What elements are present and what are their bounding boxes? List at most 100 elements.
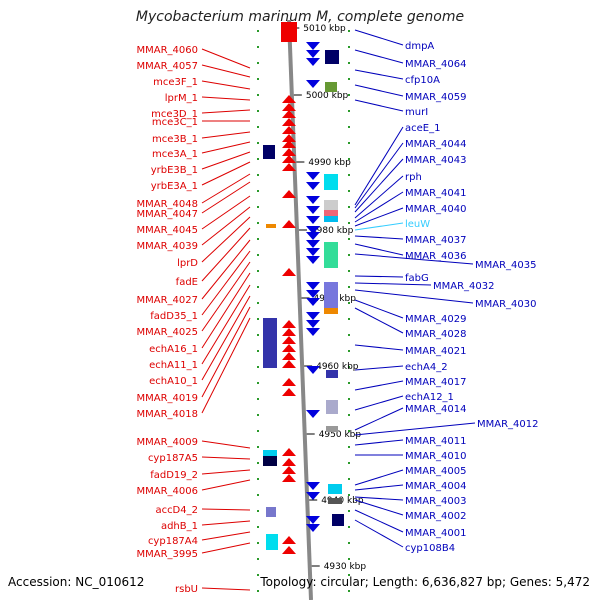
- gene-callout-left: [201, 469, 251, 475]
- gene-arrow-left: [282, 360, 296, 368]
- gene-label-left: cyp187A5: [148, 453, 198, 464]
- gene-callout-right: [354, 175, 404, 219]
- gene-callout-left: [201, 456, 251, 460]
- gene-callout-right: [354, 235, 404, 240]
- gene-box-right: [324, 210, 338, 218]
- gene-arrow-left: [282, 378, 296, 386]
- gene-label-right: MMAR_4002: [405, 511, 467, 522]
- gene-callout-left: [201, 206, 251, 246]
- gene-callout-right: [354, 84, 404, 97]
- gene-label-left: MMAR_4019: [137, 393, 199, 404]
- gene-arrow-left: [282, 336, 296, 344]
- gene-arrow-left: [282, 474, 296, 482]
- gene-label-left: MMAR_4025: [137, 327, 199, 338]
- gene-label-left: lprD: [177, 258, 198, 269]
- gene-callout-right: [354, 222, 404, 231]
- gene-arrow-left: [282, 388, 296, 396]
- gene-callout-left: [201, 48, 251, 69]
- ruler-label: 4950 kbp: [319, 430, 362, 440]
- gene-arrow-right: [306, 366, 320, 374]
- gene-arrow-right: [306, 298, 320, 306]
- gene-callout-left: [201, 195, 251, 230]
- gene-box-right: [326, 400, 338, 414]
- ruler-label: 5000 kbp: [306, 91, 349, 101]
- gene-label-left: echA11_1: [149, 360, 198, 371]
- gene-label-left: MMAR_4018: [137, 409, 199, 420]
- gene-callout-right: [354, 439, 404, 446]
- gene-callout-left: [201, 250, 251, 316]
- gene-callout-right: [354, 142, 404, 209]
- gene-callout-left: [201, 531, 251, 541]
- ruler-label: 4990 kbp: [308, 158, 351, 168]
- gene-arrow-right: [306, 524, 320, 532]
- gene-callout-right: [354, 365, 404, 371]
- gene-callout-left: [201, 295, 251, 381]
- gene-arrow-right: [306, 58, 320, 66]
- gene-label-left: MMAR_4009: [137, 437, 199, 448]
- gene-label-right: MMAR_4014: [405, 404, 467, 415]
- gene-arrow-right: [306, 290, 320, 298]
- gene-arrow-right: [306, 50, 320, 58]
- gene-label-right: MMAR_4032: [433, 281, 495, 292]
- gene-callout-left: [201, 520, 251, 526]
- ruler-label: 4980 kbp: [311, 226, 354, 236]
- gene-box-left: [266, 534, 278, 550]
- gene-label-right: MMAR_4005: [405, 466, 467, 477]
- gene-label-right: MMAR_4012: [477, 419, 539, 430]
- gene-arrow-right: [306, 80, 320, 88]
- gene-callout-right: [354, 29, 404, 46]
- gene-label-right: MMAR_4059: [405, 92, 467, 103]
- gene-label-right: fabG: [405, 273, 429, 284]
- gene-label-left: MMAR_4060: [137, 45, 199, 56]
- gene-callout-right: [354, 407, 404, 431]
- gene-callout-right: [354, 207, 404, 227]
- gene-box-left: [263, 145, 275, 159]
- gene-label-right: murI: [405, 107, 428, 118]
- ruler-label: 4930 kbp: [324, 562, 367, 572]
- gene-label-right: MMAR_4001: [405, 528, 467, 539]
- gene-arrow-left: [282, 103, 296, 111]
- gene-arrow-left: [282, 126, 296, 134]
- gene-arrow-left: [282, 536, 296, 544]
- gene-arrow-right: [306, 256, 320, 264]
- gene-callout-right: [354, 191, 404, 223]
- topology-text: Topology: circular; Length: 6,636,827 bp…: [260, 575, 590, 589]
- gene-box-right: [324, 242, 338, 268]
- gene-callout-right: [354, 243, 404, 256]
- gene-arrow-left: [282, 220, 296, 228]
- gene-arrow-left: [282, 140, 296, 148]
- gene-arrow-left: [282, 466, 296, 474]
- gene-box-left: [263, 456, 277, 466]
- gene-callout-left: [201, 508, 251, 511]
- gene-label-left: mce3F_1: [153, 77, 198, 88]
- gene-label-left: fadE: [176, 277, 198, 288]
- gene-callout-right: [354, 253, 474, 265]
- gene-label-left: rsbU: [175, 584, 198, 595]
- gene-label-right: MMAR_4010: [405, 451, 467, 462]
- gene-arrow-right: [306, 42, 320, 50]
- gene-arrow-right: [306, 240, 320, 248]
- gene-label-right: MMAR_4036: [405, 251, 467, 262]
- gene-arrow-right: [306, 282, 320, 290]
- gene-callout-right: [354, 158, 404, 213]
- gene-label-right: MMAR_4003: [405, 496, 467, 507]
- gene-arrow-left: [282, 458, 296, 466]
- gene-label-left: MMAR_3995: [137, 549, 199, 560]
- gene-callout-right: [354, 509, 404, 533]
- gene-callout-left: [201, 479, 251, 491]
- gene-callout-right: [354, 519, 404, 548]
- accession-text: Accession: NC_010612: [8, 575, 145, 589]
- gene-box-right: [324, 308, 338, 314]
- gene-label-right: MMAR_4035: [475, 260, 537, 271]
- gene-arrow-right: [306, 172, 320, 180]
- gene-callout-left: [201, 109, 251, 114]
- gene-callout-right: [354, 499, 404, 516]
- gene-callout-right: [354, 275, 404, 278]
- gene-arrow-left: [282, 352, 296, 360]
- gene-label-right: MMAR_4030: [475, 299, 537, 310]
- gene-label-left: lprM_1: [165, 93, 198, 104]
- gene-callout-left: [201, 141, 251, 154]
- genome-title: Mycobacterium marinum M, complete genome: [135, 9, 465, 25]
- gene-label-left: yrbE3A_1: [151, 181, 198, 192]
- gene-callout-right: [354, 99, 404, 112]
